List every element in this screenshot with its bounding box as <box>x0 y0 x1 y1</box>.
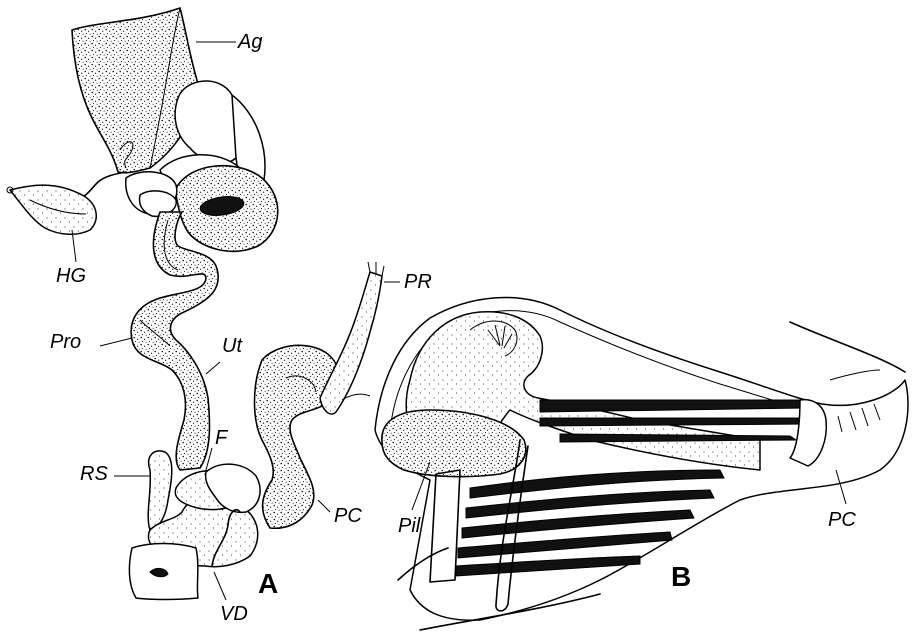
panel-label-b: B <box>671 563 691 591</box>
label-penis-complex-a: PC <box>334 506 362 526</box>
albumen-gland <box>72 8 200 173</box>
label-penial-retractor: PR <box>404 272 432 292</box>
label-uterus: Ut <box>222 336 242 356</box>
panel-label-a: A <box>258 570 278 598</box>
label-flagellum: F <box>215 428 227 448</box>
hermaphrodite-duct <box>84 172 126 196</box>
label-receptaculum-seminis: RS <box>80 464 108 484</box>
label-albumen-gland: Ag <box>238 32 262 52</box>
hermaphrodite-gland <box>10 185 96 234</box>
label-vas-deferens: VD <box>220 604 248 624</box>
label-pilaster: Pil <box>398 516 420 536</box>
panel-b-drawing <box>375 298 908 630</box>
label-prostate: Pro <box>50 332 81 352</box>
label-penis-complex-b: PC <box>828 510 856 530</box>
penis-complex <box>255 345 339 528</box>
penial-retractor <box>320 272 382 414</box>
spermoviduct <box>131 212 218 470</box>
receptaculum-seminis <box>148 451 172 530</box>
gland-lobe-upper <box>175 81 239 163</box>
label-hermaphrodite-gland: HG <box>56 266 86 286</box>
